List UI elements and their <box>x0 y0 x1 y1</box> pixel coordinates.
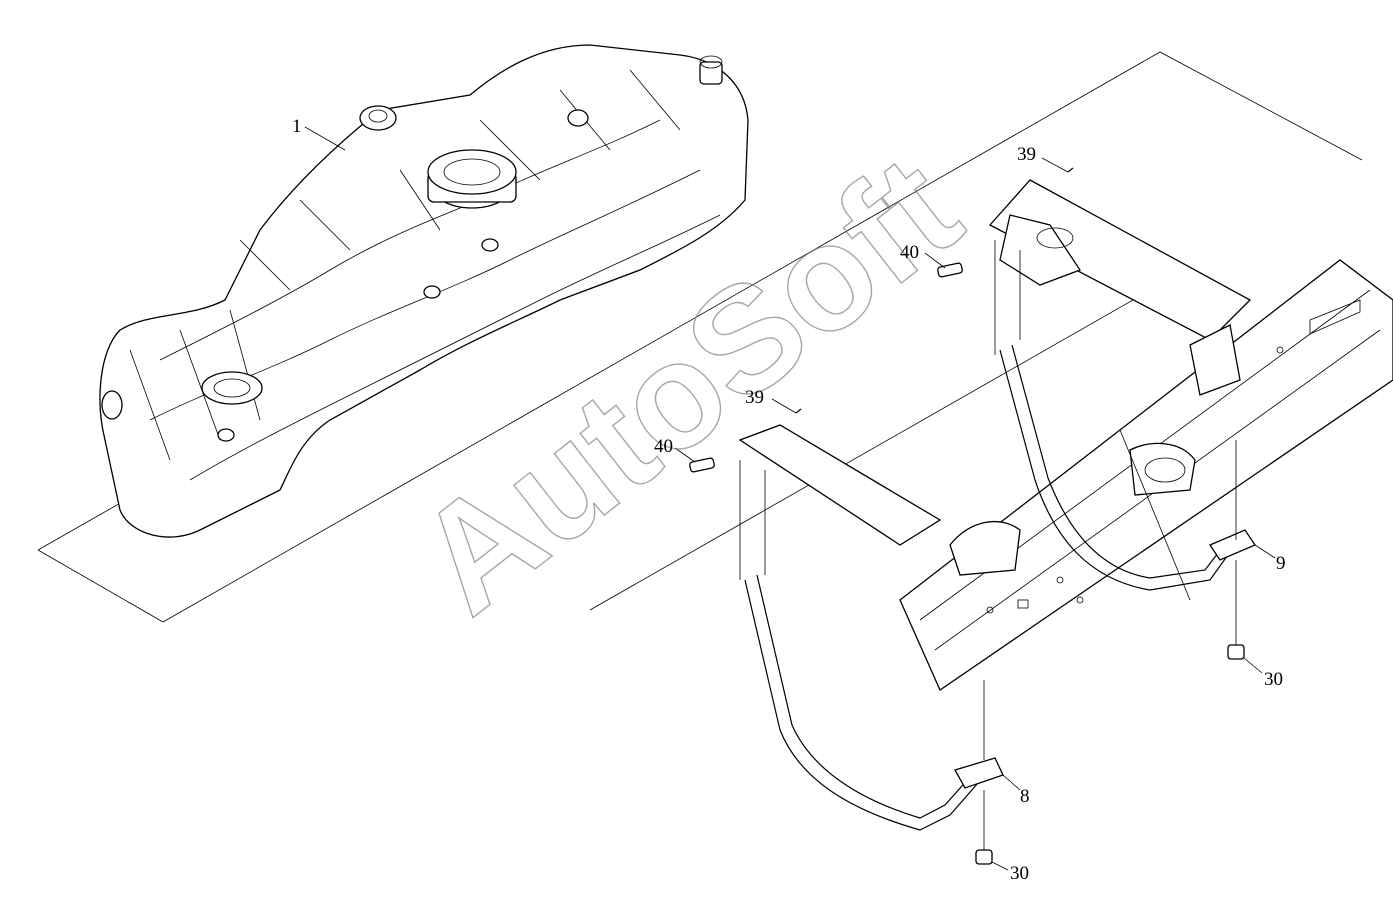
callout-clip-front: 39 <box>745 387 764 408</box>
fasteners <box>689 167 1245 865</box>
pin-rear <box>937 262 963 278</box>
bolt-left <box>975 849 993 865</box>
tank-straps <box>744 344 1256 831</box>
pin-front <box>689 457 715 473</box>
callout-clip-rear: 39 <box>1017 144 1036 165</box>
callout-bolt-left: 30 <box>1010 863 1029 884</box>
vehicle-frame <box>738 179 1393 691</box>
callout-strap-right: 9 <box>1276 553 1286 574</box>
plane-left-edge <box>37 549 164 623</box>
callout-fuel-tank: 1 <box>292 116 302 137</box>
callout-pin-rear: 40 <box>900 242 919 263</box>
strap-right-bracket <box>1209 529 1256 561</box>
leader-lines <box>304 126 1276 871</box>
callout-strap-left: 8 <box>1020 786 1030 807</box>
lower-plane-right <box>589 279 1169 611</box>
callout-pin-front: 40 <box>654 436 673 457</box>
bolt-right <box>1227 644 1245 660</box>
strap-left-bracket <box>954 757 1004 789</box>
callout-bolt-right: 30 <box>1264 669 1283 690</box>
upper-plane-outline <box>162 51 1363 623</box>
fuel-tank <box>99 44 749 538</box>
